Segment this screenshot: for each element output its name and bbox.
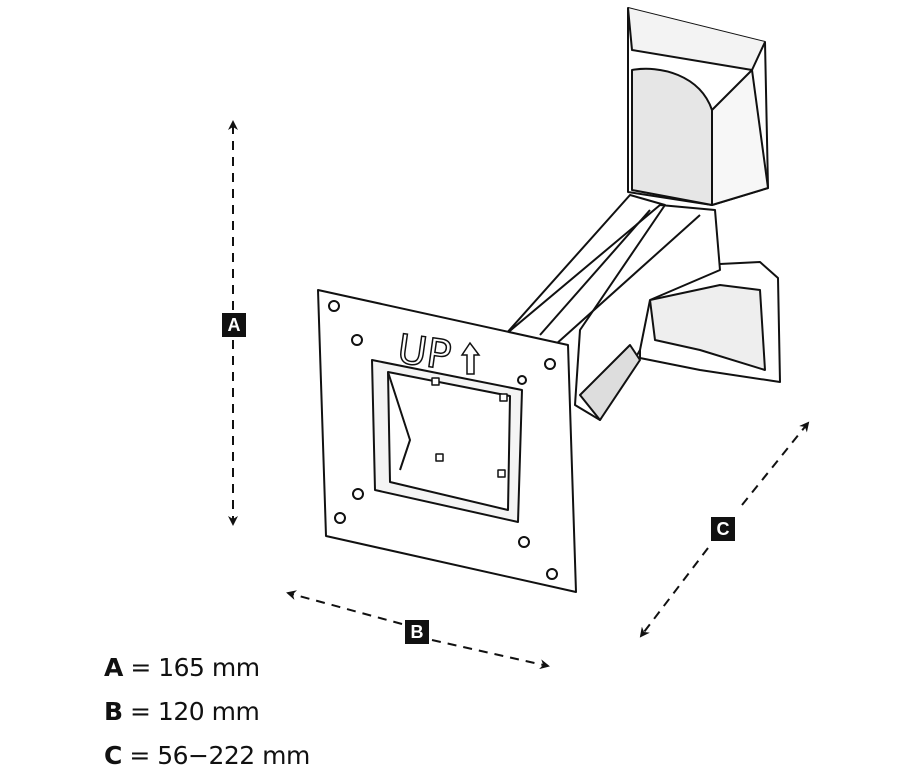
dimension-b-arrow [431, 639, 550, 670]
dimension-c-arrow [639, 547, 709, 638]
legend-key: B [104, 697, 123, 726]
up-arrow-icon [460, 341, 481, 375]
legend-value: 56−222 mm [157, 741, 310, 770]
mounting-hole [544, 358, 556, 370]
dimension-c-label: C [711, 517, 735, 541]
legend-eq: = [130, 653, 151, 682]
mounting-hole [546, 568, 558, 580]
mounting-hole [517, 375, 527, 385]
dimension-b-label: B [405, 620, 429, 644]
legend-row-a: A = 165 mm [104, 646, 310, 690]
legend-value: 120 mm [157, 697, 260, 726]
dimension-b-arrow [286, 590, 403, 625]
legend-eq: = [130, 697, 151, 726]
legend-row-b: B = 120 mm [104, 690, 310, 734]
mounting-hole [351, 334, 363, 346]
legend-key: C [104, 741, 122, 770]
dimension-a-label: A [222, 313, 246, 337]
legend-eq: = [129, 741, 150, 770]
dimension-legend: A = 165 mm B = 120 mm C = 56−222 mm [104, 646, 310, 778]
legend-key: A [104, 653, 123, 682]
mounting-hole [328, 300, 340, 312]
legend-value: 165 mm [158, 653, 260, 682]
legend-row-c: C = 56−222 mm [104, 734, 310, 778]
mounting-hole [334, 512, 346, 524]
mounting-hole [352, 488, 364, 500]
up-marking: UP [395, 326, 454, 379]
mounting-hole [518, 536, 530, 548]
dimension-c-arrow [741, 421, 810, 506]
